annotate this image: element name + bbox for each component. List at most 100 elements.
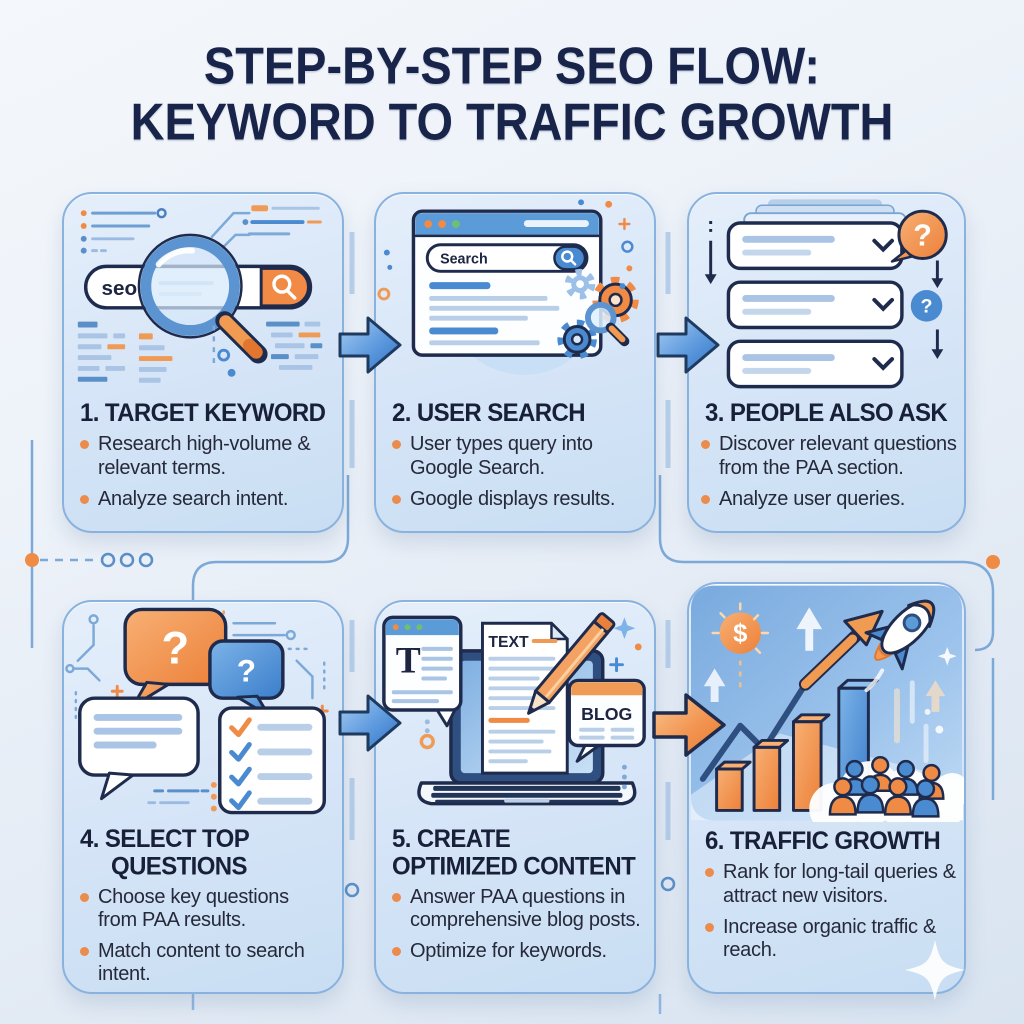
blog-label: BLOG (581, 704, 632, 724)
blog-badge: BLOG (567, 678, 646, 763)
bullet-dot (701, 494, 710, 504)
flow-arrow-right-orange-icon (652, 693, 726, 757)
paa-illustration: ? ? (689, 194, 964, 394)
svg-text:?: ? (921, 296, 933, 318)
step-bullets: Answer PAA questions in comprehensive bl… (376, 886, 654, 964)
down-arrow-icons (704, 221, 944, 360)
bullet-item: Discover relevant questions from the PAA… (701, 433, 958, 479)
bullet-item: Analyze search intent. (80, 488, 332, 511)
bullet-item: Match content to search intent. (80, 940, 332, 986)
bullet-dot (705, 922, 714, 932)
traffic-growth-illustration: $ (689, 584, 964, 822)
doc-header-text: TEXT (488, 634, 529, 651)
text-tool-letter: T (396, 641, 421, 682)
step-title: 5. CREATE OPTIMIZED CONTENT (392, 824, 636, 882)
bullet-dot (392, 892, 401, 902)
laptop-writing-graphic: TEXT (382, 612, 646, 806)
question-bubbles-graphic: ? ? (65, 607, 329, 815)
bullet-item: Analyze user queries. (701, 488, 958, 511)
bullet-dot (80, 440, 89, 450)
step-bullets: Research high-volume & relevant terms. A… (64, 433, 342, 511)
bullet-dot (392, 947, 401, 957)
search-icon (561, 250, 574, 263)
step-card-traffic-growth: $ (687, 582, 966, 994)
bullet-dot (392, 440, 401, 450)
growth-chart-rocket-graphic: $ (690, 585, 964, 822)
accordion-questions-graphic: ? ? (704, 199, 948, 389)
user-search-illustration: Search (376, 194, 654, 394)
keyword-research-graphic: seo (77, 205, 323, 383)
text-tool-window: T (382, 615, 463, 728)
gears-icon (557, 268, 639, 360)
check-icon (229, 790, 252, 811)
check-icon (229, 717, 252, 738)
growth-arrow-icon (699, 609, 884, 782)
bullet-dot (701, 440, 710, 450)
pencil-icon (527, 612, 616, 715)
checklist-icon (218, 706, 326, 815)
flow-arrow-right-icon (656, 316, 720, 374)
step-bullets: Rank for long-tail queries & attract new… (689, 861, 964, 962)
bullet-item: User types query into Google Search. (392, 433, 644, 479)
bullet-dot (705, 868, 714, 878)
search-box-text: Search (440, 251, 488, 267)
select-questions-illustration: ? ? (64, 602, 342, 820)
search-input-box (425, 243, 589, 273)
step-card-select-top-questions: ? ? (62, 600, 344, 994)
bullet-dot (392, 494, 401, 504)
step-bullets: User types query into Google Search. Goo… (376, 433, 654, 511)
search-bar-text: seo (101, 277, 137, 300)
audience-people-icons (828, 755, 945, 818)
check-icon (229, 766, 252, 787)
step-title: 6. TRAFFIC GROWTH (705, 826, 941, 856)
sparkle-icon (613, 617, 636, 640)
page-title-line1: STEP-BY-STEP SEO FLOW: (203, 36, 821, 95)
dollar-coin-icon: $ (711, 602, 770, 693)
question-bubble-blue-icon: ? (208, 639, 285, 718)
magnifier-icon (137, 233, 268, 364)
rocket-icon (864, 599, 936, 764)
svg-text:?: ? (913, 219, 932, 253)
check-icon (229, 742, 252, 762)
bullet-dot (80, 494, 89, 504)
bullet-item: Google displays results. (392, 488, 644, 511)
search-icon (272, 274, 292, 294)
sparkle-icon (937, 646, 957, 666)
step-card-target-keyword: seo (62, 192, 344, 533)
sparkle-icon (905, 940, 965, 1000)
bullet-dot (80, 947, 89, 957)
bullet-item: Choose key questions from PAA results. (80, 886, 332, 932)
step-card-create-optimized-content: TEXT (374, 600, 656, 994)
bullet-item: Increase organic traffic & reach. (705, 916, 956, 962)
step-card-people-also-ask: ? ? 3. PEOPLE ALSO ASK Discover relevant… (687, 192, 966, 533)
step-bullets: Choose key questions from PAA results. M… (64, 886, 342, 987)
step-title: 2. USER SEARCH (392, 398, 586, 428)
create-content-illustration: TEXT (376, 602, 654, 820)
browser-search-graphic: Search (377, 199, 639, 375)
bullet-dot (80, 892, 89, 902)
page-title: STEP-BY-STEP SEO FLOW: KEYWORD TO TRAFFI… (0, 36, 1024, 148)
paa-accordion-rows (726, 221, 904, 389)
browser-window: Search (411, 209, 603, 357)
chevron-down-icon (872, 238, 895, 253)
chevron-down-icon (872, 357, 895, 371)
target-keyword-illustration: seo (64, 194, 342, 394)
step-title: 1. TARGET KEYWORD (80, 398, 326, 428)
page-title-line2: KEYWORD TO TRAFFIC GROWTH (130, 92, 894, 151)
svg-text:?: ? (162, 623, 190, 674)
step-title: 3. PEOPLE ALSO ASK (705, 398, 948, 428)
bullet-item: Rank for long-tail queries & attract new… (705, 861, 956, 907)
document-icon: TEXT (480, 621, 569, 775)
connector-node-dots (25, 552, 1000, 898)
question-bubble-icon: ? (890, 209, 948, 263)
bullet-item: Research high-volume & relevant terms. (80, 433, 332, 479)
flow-arrow-right-icon (338, 694, 402, 752)
step-bullets: Discover relevant questions from the PAA… (689, 433, 964, 511)
svg-text:$: $ (733, 620, 747, 648)
chat-bubble-icon (78, 696, 200, 801)
bullet-item: Optimize for keywords. (392, 940, 644, 963)
question-circle-icon: ? (910, 290, 943, 322)
chevron-down-icon (872, 297, 895, 312)
step-card-user-search: Search (374, 192, 656, 533)
